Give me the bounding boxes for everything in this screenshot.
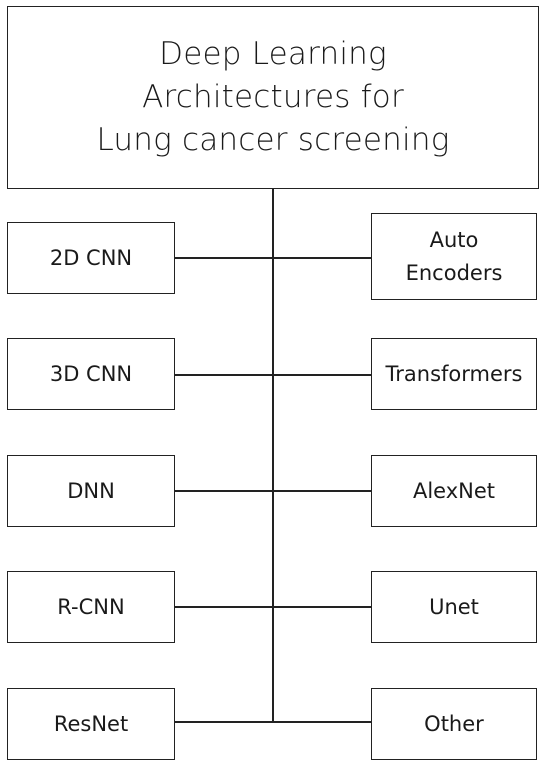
node-label: 2D CNN [49, 245, 133, 270]
node-label: R-CNN [57, 594, 125, 619]
node-resnet: ResNet [7, 688, 175, 760]
node-r-cnn: R-CNN [7, 571, 175, 643]
node-label: 3D CNN [49, 361, 133, 386]
root-node-title: Deep Learning Architectures for Lung can… [96, 36, 450, 158]
root-node: Deep Learning Architectures for Lung can… [7, 6, 539, 189]
node-auto-encoders: Auto Encoders [371, 213, 537, 300]
node-label: Other [424, 711, 484, 736]
node-label: Unet [429, 594, 479, 619]
node-other: Other [371, 688, 537, 760]
node-label: DNN [67, 478, 115, 503]
node-2d-cnn: 2D CNN [7, 222, 175, 294]
node-label: Auto Encoders [405, 227, 503, 285]
node-transformers: Transformers [371, 338, 537, 410]
node-label: Transformers [385, 361, 523, 386]
node-label: ResNet [53, 711, 129, 736]
node-3d-cnn: 3D CNN [7, 338, 175, 410]
node-label: AlexNet [412, 478, 496, 503]
node-dnn: DNN [7, 455, 175, 527]
node-alexnet: AlexNet [371, 455, 537, 527]
node-unet: Unet [371, 571, 537, 643]
